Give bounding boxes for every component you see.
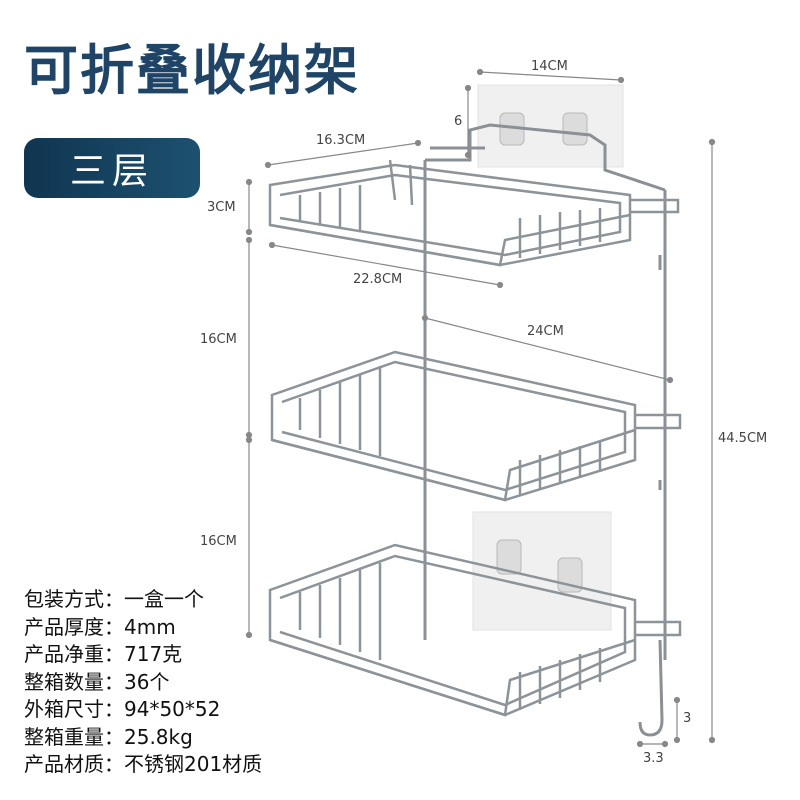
dim-hook-pad-width: 14CM	[531, 59, 568, 74]
spec-row: 外箱尺寸：94*50*52	[24, 697, 221, 721]
spec-row: 整箱重量：25.8kg	[24, 724, 193, 749]
back-frame	[423, 123, 667, 660]
spec-value: 717克	[124, 642, 183, 666]
hook	[638, 639, 664, 737]
dim-gap-upper: 16CM	[200, 332, 237, 347]
spec-label: 产品净重	[24, 642, 104, 666]
spec-list: 包装方式：一盒一个 产品厚度：4mm 产品净重：717克 整箱数量：36个 外箱…	[24, 586, 262, 779]
dim-hook-height: 3	[683, 711, 692, 726]
shelf-bottom	[268, 543, 682, 717]
product-title: 可折叠收纳架	[24, 39, 360, 102]
spec-row: 包装方式：一盒一个	[24, 587, 204, 611]
spec-value: 25.8kg	[124, 724, 193, 749]
tier-badge: 三层	[24, 138, 200, 198]
spec-value: 不锈钢201材质	[124, 752, 263, 776]
spec-value: 4mm	[124, 614, 176, 639]
spec-label: 整箱重量	[24, 724, 104, 749]
dim-gap-lower: 16CM	[200, 534, 237, 549]
dim-shelf-depth: 16.3CM	[316, 133, 366, 148]
adhesive-pad-bottom	[472, 511, 612, 631]
spec-label: 产品材质	[24, 752, 104, 776]
spec-value: 36个	[124, 669, 170, 694]
shelf-top	[268, 159, 680, 267]
shelf-middle	[270, 350, 682, 502]
dim-shelf-rim: 3CM	[207, 200, 236, 215]
spec-row: 整箱数量：36个	[24, 669, 170, 694]
adhesive-pad-top	[477, 84, 624, 168]
dim-total-height: 44.5CM	[718, 431, 768, 446]
spec-value: 94*50*52	[124, 697, 221, 721]
spec-label: 产品厚度	[24, 614, 104, 639]
dimension-lines	[245, 68, 716, 748]
dim-frame-width: 24CM	[527, 324, 564, 339]
spec-row: 产品净重：717克	[24, 642, 183, 666]
spec-label: 外箱尺寸	[24, 697, 104, 721]
spec-row: 产品材质：不锈钢201材质	[24, 752, 263, 776]
dim-hook-pad-height: 6	[454, 114, 463, 129]
spec-label: 整箱数量	[24, 669, 104, 694]
dim-shelf-length: 22.8CM	[353, 272, 403, 287]
spec-label: 包装方式	[24, 587, 104, 611]
spec-row: 产品厚度：4mm	[24, 614, 176, 639]
dim-hook-width: 3.3	[643, 751, 664, 766]
spec-value: 一盒一个	[124, 587, 204, 611]
